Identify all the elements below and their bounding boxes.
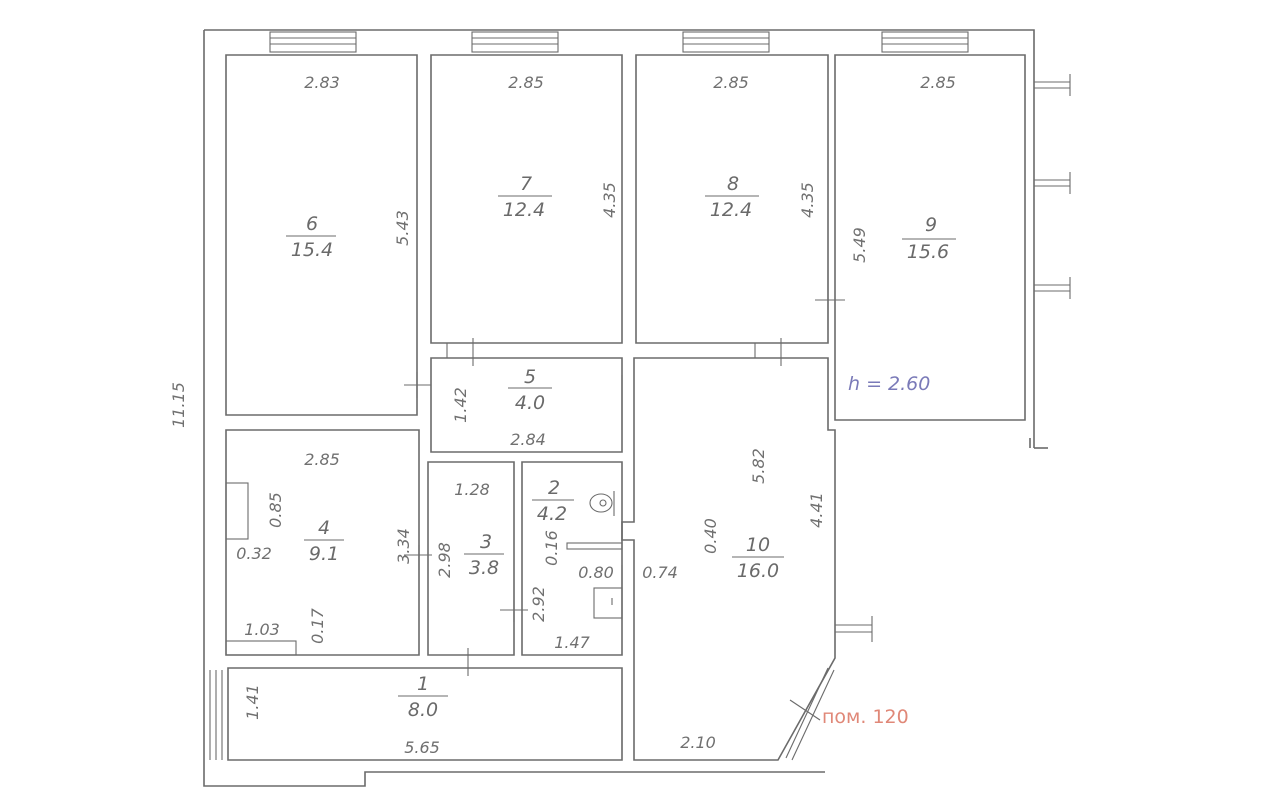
bath-partition [566,542,623,550]
dim-r10-len2: 4.41 [807,492,826,528]
dim-r5-width: 2.84 [510,430,546,449]
room-2-outline [521,461,623,656]
room-8-area: 12.4 [710,199,752,221]
dim-r2-width: 1.47 [554,633,590,652]
dim-r2-offset: 0.80 [578,563,614,582]
room-3-area: 3.8 [469,557,499,579]
dim-r7-width: 2.85 [508,73,544,92]
room-6-outline [225,54,418,416]
premises-leader [789,699,821,721]
room-4-number: 4 [318,517,330,539]
dim-r4-width: 2.85 [304,450,340,469]
room-8-number: 8 [727,173,739,195]
dim-r2-small: 0.16 [542,530,561,566]
dim-r8-width: 2.85 [713,73,749,92]
dim-r9-width: 2.85 [920,73,956,92]
door-marks [404,270,845,750]
dim-r4-niche-depth: 0.85 [266,492,285,528]
room-9-outline [834,54,1026,421]
dim-r5-length: 1.42 [451,387,470,423]
room-7-area: 12.4 [503,199,545,221]
premises-label: пом. 120 [822,706,909,728]
room-1-number: 1 [417,673,429,695]
dim-r8-length: 4.35 [798,182,817,218]
room-10-number: 10 [746,534,770,556]
room-1-outline [227,667,623,761]
dim-r10-len1: 5.82 [749,448,768,484]
dim-r7-length: 4.35 [600,182,619,218]
dim-r9-length: 5.49 [850,227,869,263]
dim-r10-niche-w: 0.74 [642,563,678,582]
room-5-outline [430,357,623,453]
dim-r3-width: 1.28 [454,480,490,499]
room-7-number: 7 [520,173,532,195]
dim-r4-bottom-depth: 0.17 [308,607,327,643]
area-fraction-lines [286,195,956,697]
room-6-area: 15.4 [291,239,333,261]
room-10-area: 16.0 [737,560,779,582]
sink-icon [593,587,623,619]
dim-r4-length: 3.34 [394,528,413,564]
dim-r1-length: 5.65 [404,738,440,757]
room-9-number: 9 [925,214,937,236]
dim-r2-length: 2.92 [529,586,548,622]
dim-overall: 11.15 [169,382,188,428]
room-2-number: 2 [548,477,560,499]
dim-r4-bottom-len: 1.03 [244,620,280,639]
room-1-area: 8.0 [408,699,438,721]
room-3-outline [427,461,515,656]
room-5-number: 5 [524,366,536,388]
windows-top [269,31,969,53]
dim-r3-length: 2.98 [435,542,454,578]
room-10-outline [621,357,836,761]
dim-r1-width: 1.41 [243,684,262,720]
outer-walls [203,29,1048,787]
window-left [209,670,223,760]
room-4-area: 9.1 [309,543,339,565]
dim-r6-width: 2.83 [304,73,340,92]
balcony-door-right [785,616,873,761]
windows-right [1034,74,1071,299]
dim-r6-length: 5.43 [393,210,412,246]
ceiling-height-note: h = 2.60 [848,373,930,395]
wall-ledge [225,640,297,656]
room-6-number: 6 [306,213,318,235]
room-4-outline [225,429,420,656]
room-8-outline [635,54,829,344]
dim-r10-niche: 0.40 [701,518,720,554]
room-2-area: 4.2 [537,503,567,525]
toilet-icon [589,491,615,516]
room-5-area: 4.0 [515,392,545,414]
dim-r10-bottom: 2.10 [680,733,716,752]
room-7-outline [430,54,623,344]
room-3-number: 3 [480,531,492,553]
room-9-area: 15.6 [907,241,949,263]
closet-niche [225,482,249,540]
dim-r4-niche-width: 0.32 [236,544,272,563]
